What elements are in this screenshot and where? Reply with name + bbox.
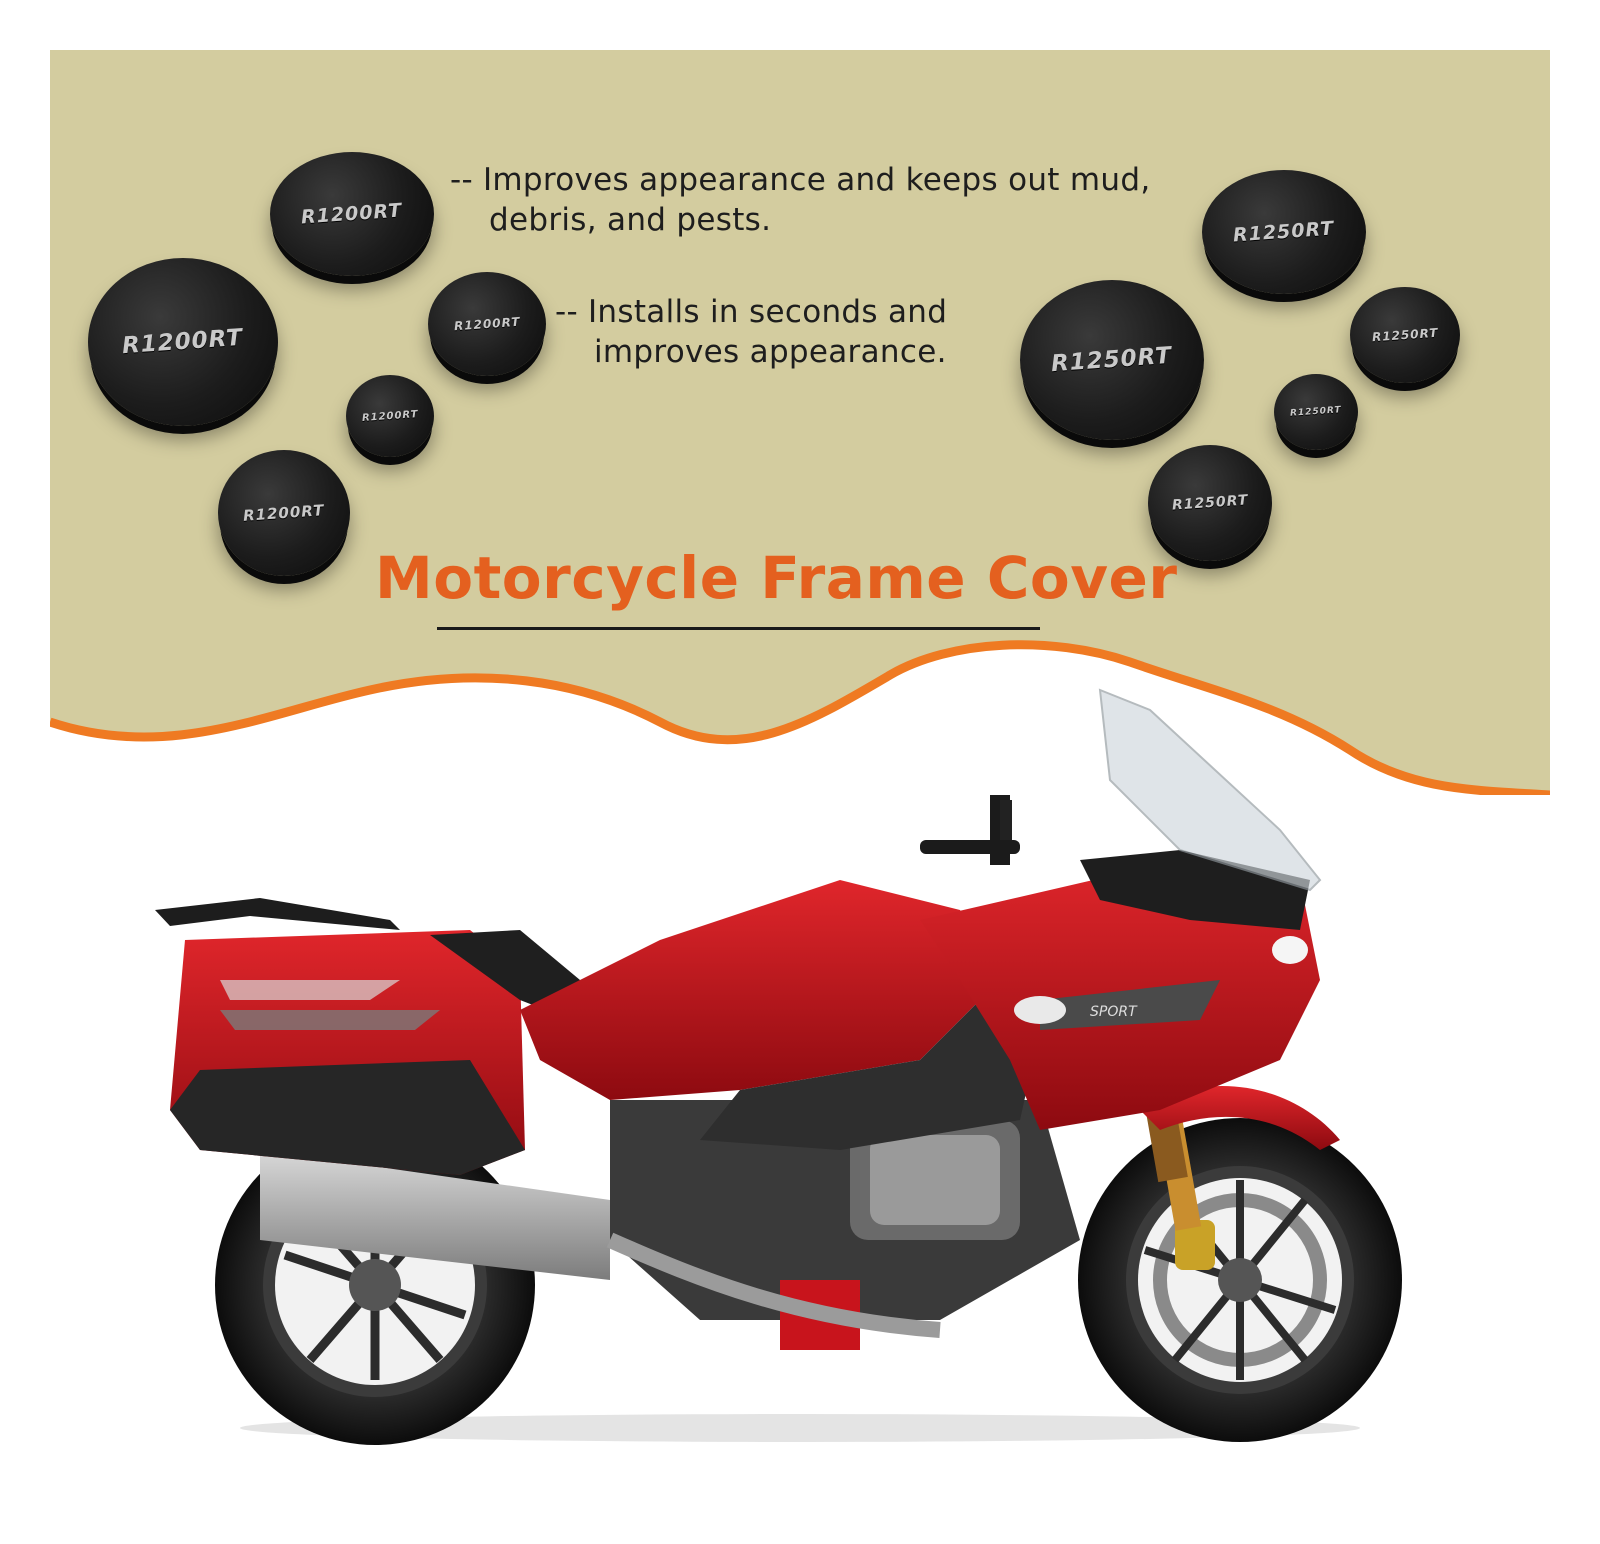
frame-cap-large-right: R1250RT xyxy=(1202,170,1366,294)
luggage-rack xyxy=(155,898,400,930)
cap-model-label: R1200RT xyxy=(242,501,326,525)
cap-model-label: R1200RT xyxy=(121,324,245,360)
headline-underline xyxy=(437,627,1040,630)
cap-model-label: R1200RT xyxy=(361,408,419,424)
product-headline: Motorcycle Frame Cover xyxy=(375,544,1178,612)
cap-model-label: R1250RT xyxy=(1171,492,1249,514)
frame-cap-medium-right: R1250RT xyxy=(1350,287,1460,383)
frame-cap-xlarge-right: R1250RT xyxy=(1020,280,1204,440)
frame-cap-small-left: R1200RT xyxy=(346,375,434,457)
front-fender xyxy=(1140,1086,1340,1150)
frame-cap-lower-right: R1250RT xyxy=(1148,445,1272,561)
ground-shadow xyxy=(240,1414,1360,1442)
cap-model-label: R1250RT xyxy=(1232,217,1336,247)
bullet-line-2: improves appearance. xyxy=(594,334,947,370)
feature-bullet-2: --Installs in seconds and improves appea… xyxy=(555,292,947,372)
bullet-dash: -- xyxy=(450,162,473,198)
frame-cap-medium-left: R1200RT xyxy=(428,272,546,376)
front-wheel xyxy=(1078,1118,1402,1442)
exhaust-pipe xyxy=(606,1232,941,1338)
frame-cap-xlarge-left: R1200RT xyxy=(88,258,278,426)
cap-model-label: R1250RT xyxy=(1371,325,1439,345)
frame-cap-large-left: R1200RT xyxy=(270,152,434,276)
bullet-line-1: Improves appearance and keeps out mud, xyxy=(482,162,1151,198)
fuel-tank xyxy=(520,880,1040,1150)
exhaust-muffler xyxy=(260,1150,610,1280)
cap-model-label: R1200RT xyxy=(300,199,404,229)
feature-bullet-1: --Improves appearance and keeps out mud,… xyxy=(450,160,1151,240)
frame-cap-lower-left: R1200RT xyxy=(218,450,350,576)
bullet-dash: -- xyxy=(555,294,578,330)
frame-cap-small-right: R1250RT xyxy=(1274,374,1358,450)
cap-model-label: R1200RT xyxy=(453,314,521,334)
tank-badge-text: SPORT xyxy=(1090,1004,1138,1020)
bullet-line-1: Installs in seconds and xyxy=(587,294,948,330)
windscreen xyxy=(1098,688,1322,892)
cap-model-label: R1250RT xyxy=(1289,405,1343,419)
mirror xyxy=(920,795,1020,865)
cap-model-label: R1250RT xyxy=(1050,342,1174,378)
motorcycle-illustration: SPORT xyxy=(155,688,1402,1445)
side-pannier xyxy=(170,930,525,1175)
bullet-line-2: debris, and pests. xyxy=(489,202,772,238)
banner-wave-line xyxy=(50,640,1550,795)
